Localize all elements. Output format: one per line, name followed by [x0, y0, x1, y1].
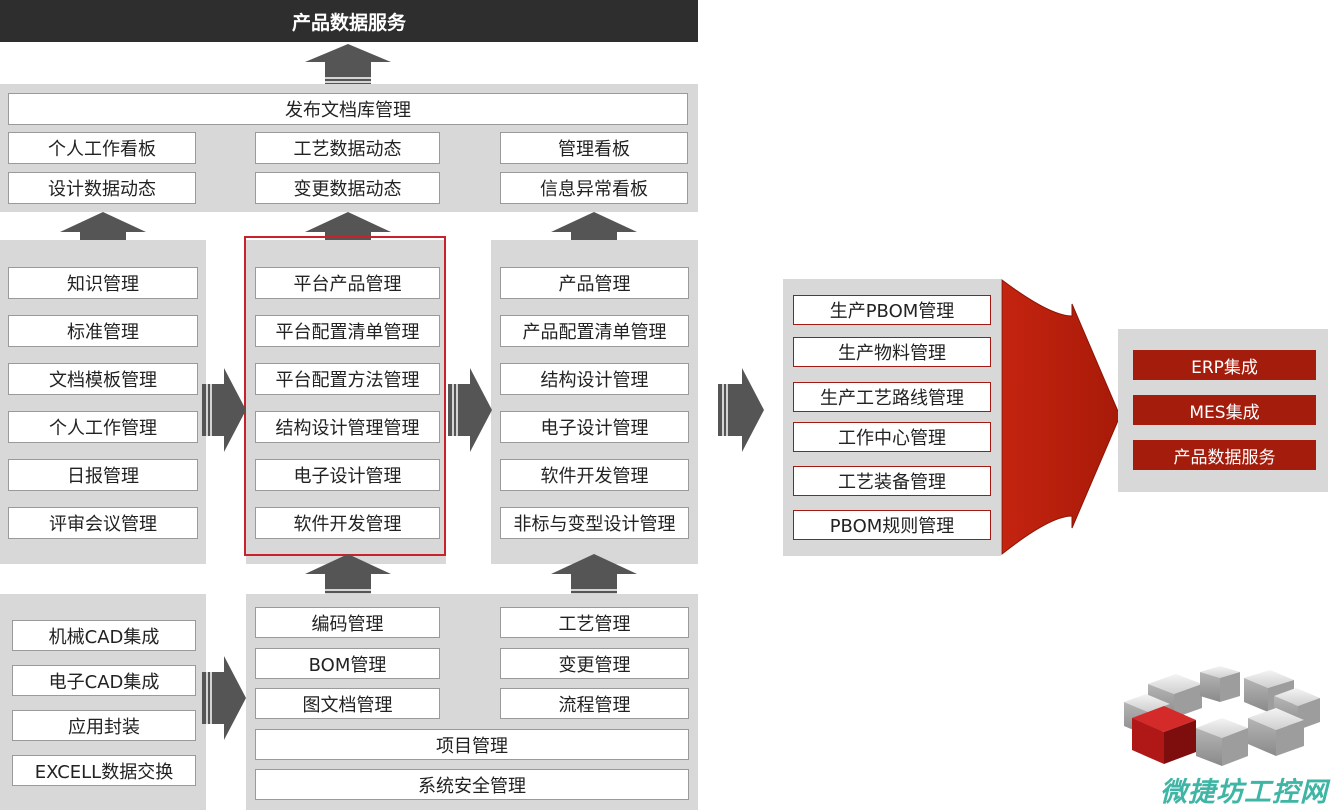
up-arrow-icon	[551, 554, 637, 598]
app-wrapper-box: 应用封装	[12, 710, 196, 741]
platform-product-box: 平台产品管理	[255, 267, 440, 299]
production-pbom-box: 生产PBOM管理	[793, 295, 991, 325]
pbom-rule-box: PBOM规则管理	[793, 510, 991, 540]
product-config-list-box: 产品配置清单管理	[500, 315, 689, 347]
exception-dashboard-box: 信息异常看板	[500, 172, 688, 204]
management-dashboard-box: 管理看板	[500, 132, 688, 164]
right-arrow-icon	[202, 656, 246, 740]
process-box: 工艺管理	[500, 607, 689, 638]
knowledge-box: 知识管理	[8, 267, 198, 299]
elec-cad-box: 电子CAD集成	[12, 665, 196, 696]
platform-electronic-box: 电子设计管理	[255, 459, 440, 491]
platform-structure-box: 结构设计管理管理	[255, 411, 440, 443]
structure-design-box: 结构设计管理	[500, 363, 689, 395]
production-route-box: 生产工艺路线管理	[793, 382, 991, 412]
production-material-box: 生产物料管理	[793, 337, 991, 367]
security-box: 系统安全管理	[255, 769, 689, 800]
change-data-box: 变更数据动态	[255, 172, 440, 204]
right-arrow-icon	[448, 368, 492, 452]
platform-config-list-box: 平台配置清单管理	[255, 315, 440, 347]
document-box: 图文档管理	[255, 688, 440, 719]
design-data-box: 设计数据动态	[8, 172, 196, 204]
coding-box: 编码管理	[255, 607, 440, 638]
doc-template-box: 文档模板管理	[8, 363, 198, 395]
platform-config-method-box: 平台配置方法管理	[255, 363, 440, 395]
production-panel	[783, 279, 1001, 556]
right-arrow-icon	[718, 368, 764, 452]
excel-exchange-box: EXCELL数据交换	[12, 755, 196, 786]
electronic-design-box: 电子设计管理	[500, 411, 689, 443]
nonstandard-design-box: 非标与变型设计管理	[500, 507, 689, 539]
workflow-box: 流程管理	[500, 688, 689, 719]
cubes-graphic-icon	[1124, 666, 1320, 766]
mech-cad-box: 机械CAD集成	[12, 620, 196, 651]
work-center-box: 工作中心管理	[793, 422, 991, 452]
bom-box: BOM管理	[255, 648, 440, 679]
tooling-box: 工艺装备管理	[793, 466, 991, 496]
up-arrow-icon	[305, 554, 391, 598]
review-meeting-box: 评审会议管理	[8, 507, 198, 539]
watermark-text: 微捷坊工控网	[1160, 777, 1328, 808]
platform-highlight-frame	[244, 236, 446, 556]
standard-box: 标准管理	[8, 315, 198, 347]
personal-work-box: 个人工作管理	[8, 411, 198, 443]
project-box: 项目管理	[255, 729, 689, 760]
right-arrow-icon	[202, 368, 246, 452]
change-box: 变更管理	[500, 648, 689, 679]
process-data-box: 工艺数据动态	[255, 132, 440, 164]
mes-integration-box: MES集成	[1133, 395, 1316, 425]
publish-library-box: 发布文档库管理	[8, 93, 688, 125]
personal-dashboard-box: 个人工作看板	[8, 132, 196, 164]
product-box: 产品管理	[500, 267, 689, 299]
platform-software-box: 软件开发管理	[255, 507, 440, 539]
erp-integration-box: ERP集成	[1133, 350, 1316, 380]
software-dev-box: 软件开发管理	[500, 459, 689, 491]
big-red-arrow-icon	[1001, 279, 1121, 556]
daily-report-box: 日报管理	[8, 459, 198, 491]
product-data-service-header: 产品数据服务	[0, 0, 698, 42]
product-data-service-box: 产品数据服务	[1133, 440, 1316, 470]
up-arrow-icon	[305, 44, 391, 86]
